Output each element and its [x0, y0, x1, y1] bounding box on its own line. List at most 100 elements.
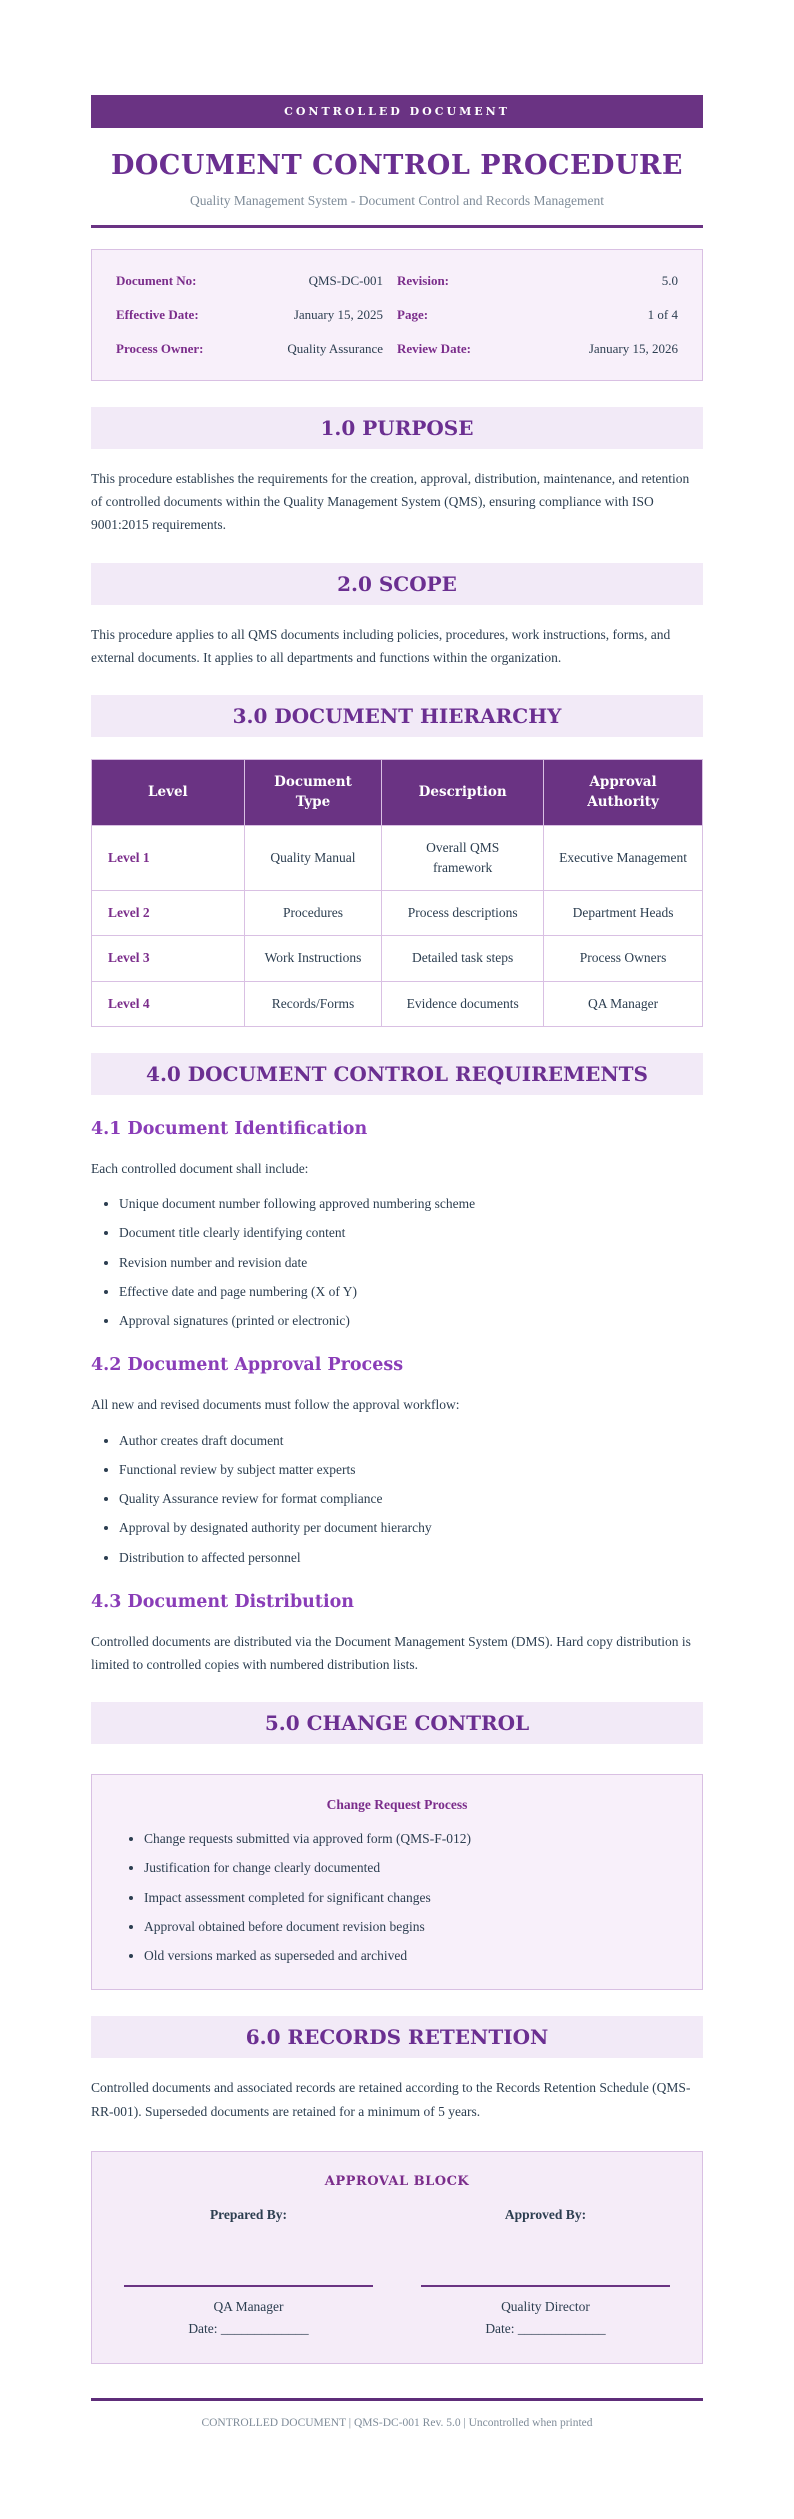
- distribution-text: Controlled documents are distributed via…: [91, 1633, 691, 1672]
- section-heading-purpose: 1.0 PURPOSE: [91, 407, 703, 449]
- approved-by-label: Approved By:: [504, 2206, 587, 2222]
- info-cell: Review Date: January 15, 2026: [397, 341, 678, 357]
- info-label-revision: Revision:: [397, 273, 449, 288]
- table-row: Level 2 Procedures Process descriptions …: [91, 890, 703, 937]
- change-request-bullet-list: Change requests submitted via approved f…: [116, 1829, 678, 1966]
- prepared-by-role: QA Manager: [213, 2298, 284, 2314]
- info-cell: Document No: QMS-DC-001: [116, 273, 397, 289]
- list-item: Distribution to affected personnel: [119, 1548, 703, 1568]
- list-item: Revision number and revision date: [119, 1253, 703, 1273]
- cell-level: Level 2: [91, 890, 245, 937]
- approval-process-intro: All new and revised documents must follo…: [91, 1397, 460, 1413]
- section-heading-hierarchy: 3.0 DOCUMENT HIERARCHY: [91, 695, 703, 738]
- identification-intro: Each controlled document shall include:: [91, 1160, 309, 1176]
- cell-level: Level 4: [91, 980, 245, 1027]
- table-header-row: Level Document Type Description Approval…: [91, 759, 703, 826]
- approved-by-role: Quality Director: [501, 2298, 590, 2314]
- approval-process-bullet-list: Author creates draft document Functional…: [91, 1431, 703, 1568]
- column-header-level: Level: [91, 759, 245, 826]
- column-header-description: Description: [381, 759, 545, 826]
- info-value-page: 1 of 4: [647, 307, 678, 322]
- approved-by-signature-line: [421, 2284, 670, 2287]
- change-request-box-title: Change Request Process: [326, 1797, 468, 1813]
- footer-divider: [91, 2397, 703, 2401]
- approval-block: APPROVAL BLOCK Prepared By: QA Manager D…: [91, 2150, 703, 2364]
- info-cell: Process Owner: Quality Assurance: [116, 341, 397, 357]
- info-value-process-owner: Quality Assurance: [287, 341, 383, 356]
- info-row: Process Owner: Quality Assurance Review …: [116, 332, 678, 366]
- info-label-document-no: Document No:: [116, 273, 197, 288]
- list-item: Approval signatures (printed or electron…: [119, 1311, 703, 1331]
- list-item: Justification for change clearly documen…: [144, 1858, 678, 1878]
- page-subtitle: Quality Management System - Document Con…: [190, 193, 604, 208]
- approved-by-column: Approved By: Quality Director Date: ____…: [409, 2207, 682, 2337]
- scope-text: This procedure applies to all QMS docume…: [91, 626, 671, 665]
- subsection-heading-approval-process: 4.2 Document Approval Process: [91, 1355, 404, 1376]
- prepared-by-column: Prepared By: QA Manager Date: __________…: [112, 2207, 385, 2337]
- title-divider: [91, 225, 703, 228]
- approval-block-title: APPROVAL BLOCK: [324, 2173, 470, 2189]
- list-item: Impact assessment completed for signific…: [144, 1888, 678, 1908]
- info-label-page: Page:: [397, 307, 429, 322]
- cell-approval-authority: Department Heads: [543, 890, 703, 937]
- info-label-effective-date: Effective Date:: [116, 307, 199, 322]
- cell-description: Detailed task steps: [381, 935, 545, 982]
- prepared-by-date: Date: _____________: [188, 2320, 309, 2336]
- info-label-process-owner: Process Owner:: [116, 341, 204, 356]
- info-value-effective-date: January 15, 2025: [293, 307, 383, 322]
- list-item: Author creates draft document: [119, 1431, 703, 1451]
- subsection-heading-identification: 4.1 Document Identification: [91, 1118, 368, 1139]
- prepared-by-signature-line: [124, 2284, 373, 2287]
- cell-document-type: Procedures: [243, 890, 383, 937]
- info-label-review-date: Review Date:: [397, 341, 471, 356]
- prepared-by-label: Prepared By:: [209, 2206, 288, 2222]
- cell-description: Overall QMS framework: [381, 824, 545, 892]
- list-item: Change requests submitted via approved f…: [144, 1829, 678, 1849]
- list-item: Approval obtained before document revisi…: [144, 1917, 678, 1937]
- cell-level: Level 1: [91, 824, 245, 892]
- cell-level: Level 3: [91, 935, 245, 982]
- info-cell: Revision: 5.0: [397, 273, 678, 289]
- section-heading-change-control: 5.0 CHANGE CONTROL: [91, 1702, 703, 1745]
- retention-text: Controlled documents and associated reco…: [91, 2080, 691, 2119]
- section-heading-requirements: 4.0 DOCUMENT CONTROL REQUIREMENTS: [91, 1052, 703, 1095]
- cell-description: Evidence documents: [381, 980, 545, 1027]
- cell-description: Process descriptions: [381, 890, 545, 937]
- info-cell: Page: 1 of 4: [397, 307, 678, 323]
- info-value-document-no: QMS-DC-001: [308, 273, 383, 288]
- list-item: Effective date and page numbering (X of …: [119, 1282, 703, 1302]
- cell-approval-authority: Executive Management: [543, 824, 703, 892]
- info-cell: Effective Date: January 15, 2025: [116, 307, 397, 323]
- list-item: Document title clearly identifying conte…: [119, 1223, 703, 1243]
- info-row: Document No: QMS-DC-001 Revision: 5.0: [116, 264, 678, 298]
- document-hierarchy-table: Level Document Type Description Approval…: [91, 759, 703, 1027]
- list-item: Functional review by subject matter expe…: [119, 1460, 703, 1480]
- cell-approval-authority: Process Owners: [543, 935, 703, 982]
- subsection-heading-distribution: 4.3 Document Distribution: [91, 1591, 355, 1612]
- info-row: Effective Date: January 15, 2025 Page: 1…: [116, 298, 678, 332]
- cell-document-type: Work Instructions: [243, 935, 383, 982]
- footer-text: CONTROLLED DOCUMENT | QMS-DC-001 Rev. 5.…: [201, 2416, 593, 2429]
- list-item: Unique document number following approve…: [119, 1194, 703, 1214]
- info-value-revision: 5.0: [661, 273, 678, 288]
- identification-bullet-list: Unique document number following approve…: [91, 1194, 703, 1331]
- list-item: Approval by designated authority per doc…: [119, 1518, 703, 1538]
- list-item: Quality Assurance review for format comp…: [119, 1489, 703, 1509]
- section-heading-scope: 2.0 SCOPE: [91, 562, 703, 605]
- controlled-document-banner: CONTROLLED DOCUMENT: [91, 95, 703, 128]
- purpose-text: This procedure establishes the requireme…: [91, 471, 690, 533]
- list-item: Old versions marked as superseded and ar…: [144, 1946, 678, 1966]
- cell-document-type: Records/Forms: [243, 980, 383, 1027]
- cell-document-type: Quality Manual: [243, 824, 383, 892]
- approval-grid: Prepared By: QA Manager Date: __________…: [112, 2207, 682, 2337]
- column-header-document-type: Document Type: [243, 759, 383, 826]
- document-page: CONTROLLED DOCUMENT DOCUMENT CONTROL PRO…: [91, 0, 703, 2519]
- column-header-approval-authority: Approval Authority: [543, 759, 703, 826]
- table-row: Level 3 Work Instructions Detailed task …: [91, 935, 703, 982]
- cell-approval-authority: QA Manager: [543, 980, 703, 1027]
- change-request-box: Change Request Process Change requests s…: [91, 1774, 703, 1991]
- info-value-review-date: January 15, 2026: [588, 341, 678, 356]
- page-title: DOCUMENT CONTROL PROCEDURE: [110, 150, 684, 181]
- document-info-box: Document No: QMS-DC-001 Revision: 5.0 Ef…: [91, 249, 703, 381]
- section-heading-records-retention: 6.0 RECORDS RETENTION: [91, 2016, 703, 2059]
